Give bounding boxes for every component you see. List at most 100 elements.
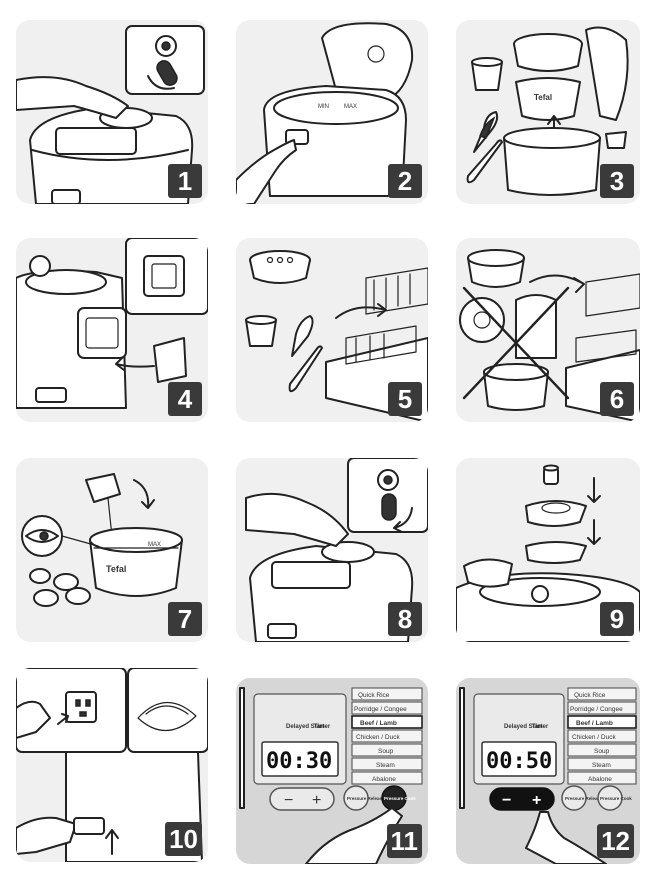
measuring-cup-pouring	[85, 473, 121, 503]
step-number: 6	[600, 382, 634, 416]
lid-plate	[459, 297, 505, 343]
pressing-finger	[305, 807, 403, 864]
step-number: 12	[597, 824, 634, 858]
hand-with-plug	[16, 700, 51, 739]
lid-knob	[321, 541, 375, 563]
step-panel-12: Delayed Start Timer 00:50 Quick Rice Por…	[456, 678, 640, 864]
not-dishwasher-safe-illustration	[459, 249, 640, 422]
delayed-start-label: Delayed Start	[504, 724, 542, 730]
svg-text:Pressure Release: Pressure Release	[347, 796, 385, 801]
menu-item-porridge: Porridge / Congee	[570, 706, 623, 713]
front-handle	[267, 623, 297, 639]
soup-ladle	[288, 345, 323, 393]
pressing-finger	[525, 811, 607, 864]
svg-text:Pressure Cook: Pressure Cook	[384, 796, 416, 801]
move-arrow-icon	[529, 274, 585, 293]
menu-item-soup: Soup	[594, 748, 610, 755]
menu-item-chicken-duck: Chicken / Duck	[572, 734, 616, 741]
step-panel-2: MIN MAX 2	[236, 20, 428, 204]
step-number: 11	[386, 824, 422, 858]
menu-list: Quick Rice Porridge / Congee Beef / Lamb…	[567, 687, 637, 785]
minus-button: −	[502, 792, 511, 809]
power-connector	[73, 817, 105, 835]
menu-list: Quick Rice Porridge / Congee Beef / Lamb…	[351, 687, 423, 785]
step-panel-4: 4	[16, 238, 208, 422]
inner-bowl-rim	[273, 91, 399, 125]
inset-knob-detail	[125, 25, 205, 95]
step-panel-1: 1	[16, 20, 208, 204]
step-number: 2	[388, 164, 422, 198]
pressure-release-button	[561, 785, 587, 811]
lcd-display	[261, 741, 339, 777]
step-number: 1	[168, 164, 202, 198]
menu-item-steam: Steam	[376, 762, 395, 769]
insert-arrow-icon	[115, 357, 155, 371]
menu-item-abalone: Abalone	[372, 776, 396, 783]
lid-knob-turn-illustration	[16, 25, 205, 204]
rice-spoon	[291, 315, 314, 357]
brand-logo: Tefal	[534, 93, 552, 102]
collector-slot	[77, 307, 127, 359]
valve-seal	[525, 541, 587, 564]
step-number: 7	[168, 602, 202, 636]
svg-text:MAX: MAX	[344, 104, 357, 110]
timer-label: Timer	[314, 724, 331, 730]
valve-seat	[531, 585, 549, 603]
step-panel-5: 5	[236, 238, 428, 422]
step-panel-3: Tefal 3	[456, 20, 640, 204]
pressure-release-button	[343, 785, 369, 811]
hand	[245, 492, 349, 547]
front-handle	[35, 387, 67, 403]
step-number: 9	[600, 602, 634, 636]
open-lid	[321, 22, 414, 101]
pressure-valve-assembly-illustration	[456, 464, 640, 642]
rotate-arrow-icon	[147, 75, 175, 90]
delayed-start-label: Delayed Start	[286, 724, 324, 730]
max-mark: MAX	[148, 542, 161, 548]
display-time: 00:50	[486, 749, 552, 774]
condensation-collector	[153, 337, 187, 383]
menu-item-chicken-duck: Chicken / Duck	[356, 734, 400, 741]
step-panel-6: 6	[456, 238, 640, 422]
inset-cord-detail	[127, 668, 208, 753]
wall-socket	[65, 691, 97, 723]
step-panel-10: 10	[16, 668, 208, 862]
step-number: 10	[165, 822, 202, 856]
pressure-cook-button	[597, 785, 623, 811]
pour-arrow-icon	[133, 479, 155, 509]
condensation-collector-illustration	[16, 238, 208, 409]
minus-plus-control	[269, 787, 335, 811]
minus-button: −	[284, 792, 293, 809]
step-number: 3	[600, 164, 634, 198]
minus-plus-control-active	[489, 787, 555, 811]
remove-accessories-illustration: Tefal	[466, 26, 629, 196]
move-arrow-icon	[335, 303, 387, 319]
brand-logo: Tefal	[106, 564, 126, 574]
timer-label: Timer	[532, 724, 549, 730]
svg-text:Pressure Release: Pressure Release	[565, 796, 603, 801]
open-lid-illustration: MIN MAX	[236, 22, 414, 204]
hand	[16, 816, 77, 855]
down-arrow-icon	[587, 477, 601, 503]
condensation-collector	[605, 131, 627, 149]
step-panel-11: Delayed Start Timer 00:30 Quick Rice Por…	[236, 678, 428, 864]
plus-button: +	[312, 792, 321, 809]
connect-arrow-icon	[105, 829, 119, 855]
step-number: 8	[388, 602, 422, 636]
menu-item-beef-lamb: Beef / Lamb	[576, 720, 613, 727]
menu-item-quick-rice: Quick Rice	[574, 692, 606, 699]
control-panel-step-11: Delayed Start Timer 00:30 Quick Rice Por…	[239, 687, 423, 864]
step-number: 4	[168, 382, 202, 416]
inner-bowl	[515, 77, 581, 121]
menu-item-abalone: Abalone	[588, 776, 612, 783]
svg-text:MIN: MIN	[318, 104, 329, 110]
close-lid-knob-illustration	[245, 458, 428, 642]
fill-water-illustration: MAX Tefal	[21, 473, 183, 607]
plug-arrow-icon	[57, 713, 69, 725]
hand	[16, 76, 129, 119]
plug-in-illustration	[16, 668, 208, 862]
control-panel-display	[271, 561, 351, 589]
lid-handle	[463, 558, 513, 588]
control-panel-step-12: Delayed Start Timer 00:50 Quick Rice Por…	[459, 687, 637, 864]
plus-button: +	[532, 792, 541, 809]
